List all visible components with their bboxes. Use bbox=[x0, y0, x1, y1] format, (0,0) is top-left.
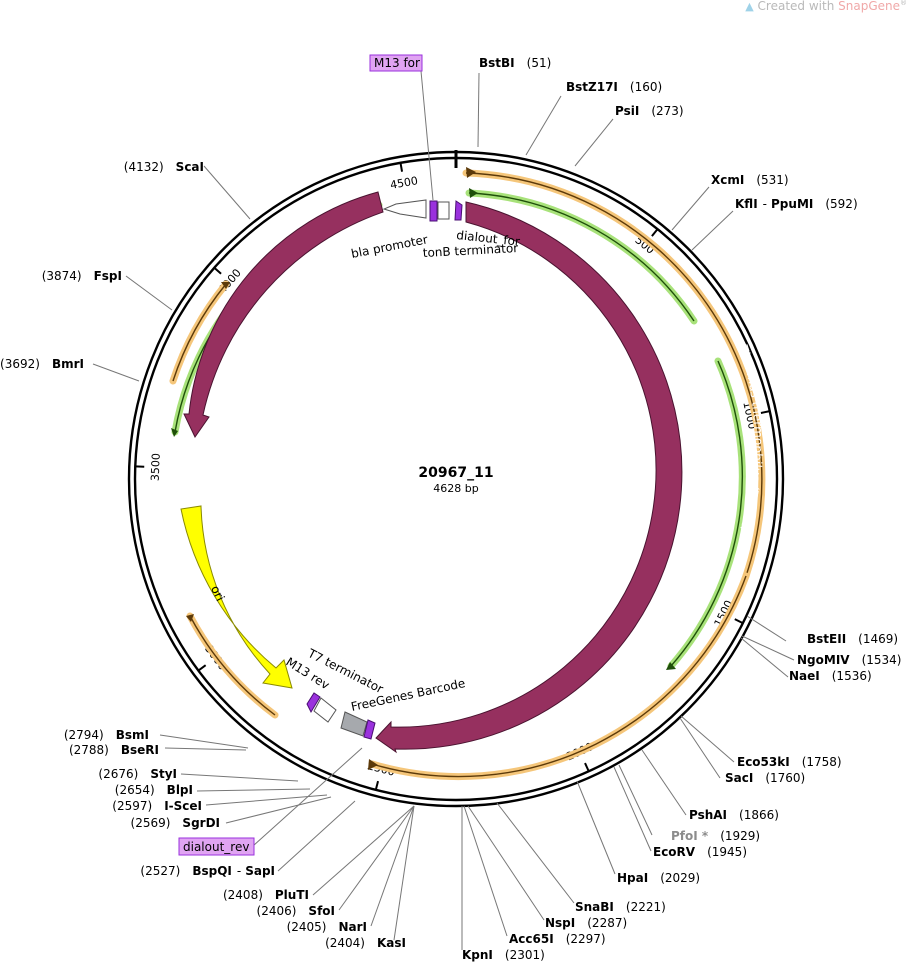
orf-green-arrowhead bbox=[469, 188, 478, 198]
enzyme-pluti[interactable]: (2408)PluTI bbox=[223, 888, 309, 902]
orf-rt-arrowhead bbox=[466, 167, 476, 178]
enzyme-bmri[interactable]: (3692)BmrI bbox=[0, 357, 84, 371]
feature-freegenes-barcode[interactable] bbox=[340, 711, 368, 737]
orf-green-left-arrowhead bbox=[171, 428, 178, 437]
enzyme-nspi[interactable]: NspI(2287) bbox=[545, 916, 627, 930]
enzyme-sfoi[interactable]: (2406)SfoI bbox=[257, 904, 335, 918]
enzyme-i-scei[interactable]: (2597)I-SceI bbox=[112, 799, 202, 813]
enzyme-kfli-ppumi[interactable]: KflI-PpuMI(592) bbox=[735, 197, 858, 211]
tick-mark-1000 bbox=[760, 410, 770, 414]
enzyme-sgrdi[interactable]: (2569)SgrDI bbox=[131, 816, 220, 830]
tick-mark-2000 bbox=[584, 762, 590, 772]
tick-mark-4000 bbox=[213, 267, 222, 275]
enzyme-hpai[interactable]: HpaI(2029) bbox=[617, 871, 700, 885]
feature-tonb-terminator[interactable] bbox=[437, 201, 450, 220]
tick-label-4500: 4500 bbox=[389, 174, 419, 192]
enzyme-bsmi[interactable]: (2794)BsmI bbox=[64, 728, 149, 742]
enzyme-bstbi[interactable]: BstBI(51) bbox=[479, 56, 551, 70]
enzyme-nari[interactable]: (2405)NarI bbox=[287, 920, 367, 934]
orf-orange-left-line bbox=[172, 283, 227, 382]
enzyme-ngomiv[interactable]: NgoMIV(1534) bbox=[797, 653, 901, 667]
enzyme-pshai[interactable]: PshAI(1866) bbox=[689, 808, 779, 822]
feature-ori-arrow[interactable] bbox=[180, 505, 293, 689]
orf-green-right-arrowhead bbox=[666, 662, 676, 670]
orf-green-right bbox=[667, 357, 746, 670]
enzyme-labels: BstBI(51) BstZ17I(160) PsiI(273) XcmI(53… bbox=[0, 56, 901, 962]
enzyme-bsteii[interactable]: BstEII(1469) bbox=[807, 632, 898, 646]
enzyme-styi[interactable]: (2676)StyI bbox=[98, 767, 177, 781]
orf-rt-orange-line bbox=[465, 172, 763, 577]
feature-bla-arrow[interactable] bbox=[183, 191, 384, 438]
enzyme-eco53ki[interactable]: Eco53kI(1758) bbox=[737, 755, 842, 769]
feature-m13-rev[interactable] bbox=[306, 692, 321, 714]
feature-bla-promoter[interactable] bbox=[382, 199, 427, 219]
feature-bla-label: bla bbox=[282, 281, 305, 304]
orf-green-right-line bbox=[670, 360, 744, 667]
tick-mark-4500 bbox=[399, 162, 404, 172]
tick-mark-500 bbox=[651, 228, 659, 237]
orf-orange-left-arrowhead bbox=[221, 282, 230, 289]
orf-orange-bottom-left-arrowhead bbox=[186, 614, 194, 622]
plasmid-name: 20967_11 bbox=[418, 465, 493, 481]
enzyme-xcmi[interactable]: XcmI(531) bbox=[711, 173, 789, 187]
orf-green-top-line bbox=[468, 192, 695, 322]
tick-mark-3000 bbox=[197, 664, 207, 672]
feature-rt-arrow[interactable] bbox=[375, 201, 683, 754]
enzyme-blpi[interactable]: (2654)BlpI bbox=[115, 783, 193, 797]
watermark: ▲ Created with SnapGene® bbox=[745, 0, 907, 13]
enzyme-pfoi[interactable]: PfoI *(1929) bbox=[671, 829, 760, 843]
enzyme-bstz17i[interactable]: BstZ17I(160) bbox=[566, 80, 662, 94]
orf-rt-arrowhead-2 bbox=[368, 759, 378, 770]
enzyme-kasi[interactable]: (2404)KasI bbox=[325, 936, 406, 950]
enzyme-kpni[interactable]: KpnI(2301) bbox=[462, 948, 545, 962]
primer-m13-for-label: M13 for bbox=[374, 56, 420, 70]
enzyme-naei[interactable]: NaeI(1536) bbox=[789, 669, 872, 683]
enzyme-snabi[interactable]: SnaBI(2221) bbox=[575, 900, 666, 914]
primer-dialout-rev-box[interactable] bbox=[178, 837, 255, 856]
orf-orange-bottom-left-line bbox=[189, 615, 276, 716]
feature-dialout-rev[interactable] bbox=[363, 719, 376, 740]
orf-rt-orange-2-line bbox=[371, 575, 747, 778]
label-dialout-for: dialout_for bbox=[456, 228, 521, 249]
primer-dialout-rev-label: dialout_rev bbox=[183, 840, 249, 854]
tick-label-3500: 3500 bbox=[149, 453, 163, 481]
tick-mark-2500 bbox=[374, 780, 380, 791]
feature-m13-for[interactable] bbox=[429, 200, 438, 222]
enzyme-fspi[interactable]: (3874)FspI bbox=[42, 269, 122, 283]
feature-dialout-for[interactable] bbox=[454, 200, 463, 221]
enzyme-acc65i[interactable]: Acc65I(2297) bbox=[509, 932, 606, 946]
primer-m13-for-leader bbox=[420, 70, 434, 201]
enzyme-ecorv[interactable]: EcoRV(1945) bbox=[653, 845, 747, 859]
label-bla-promoter: bla promoter bbox=[350, 232, 429, 261]
enzyme-bspqi-sapi[interactable]: (2527)BspQI-SapI bbox=[140, 864, 275, 878]
tick-mark-1500 bbox=[734, 618, 744, 625]
enzyme-bseri[interactable]: (2788)BseRI bbox=[69, 743, 159, 757]
enzyme-leaders bbox=[92, 72, 795, 950]
plasmid-size: 4628 bp bbox=[433, 482, 478, 495]
snapgene-logo-icon: ▲ bbox=[745, 0, 754, 13]
enzyme-scai[interactable]: (4132)ScaI bbox=[124, 160, 204, 174]
primer-m13-for-box[interactable] bbox=[369, 54, 423, 72]
feature-ori-label: ori bbox=[208, 583, 227, 603]
feature-t7-terminator[interactable] bbox=[313, 697, 337, 723]
enzyme-psii[interactable]: PsiI(273) bbox=[615, 104, 684, 118]
orf-green-top bbox=[465, 189, 698, 325]
enzyme-saci[interactable]: SacI(1760) bbox=[725, 771, 805, 785]
label-tonb-terminator: tonB terminator bbox=[422, 241, 518, 260]
